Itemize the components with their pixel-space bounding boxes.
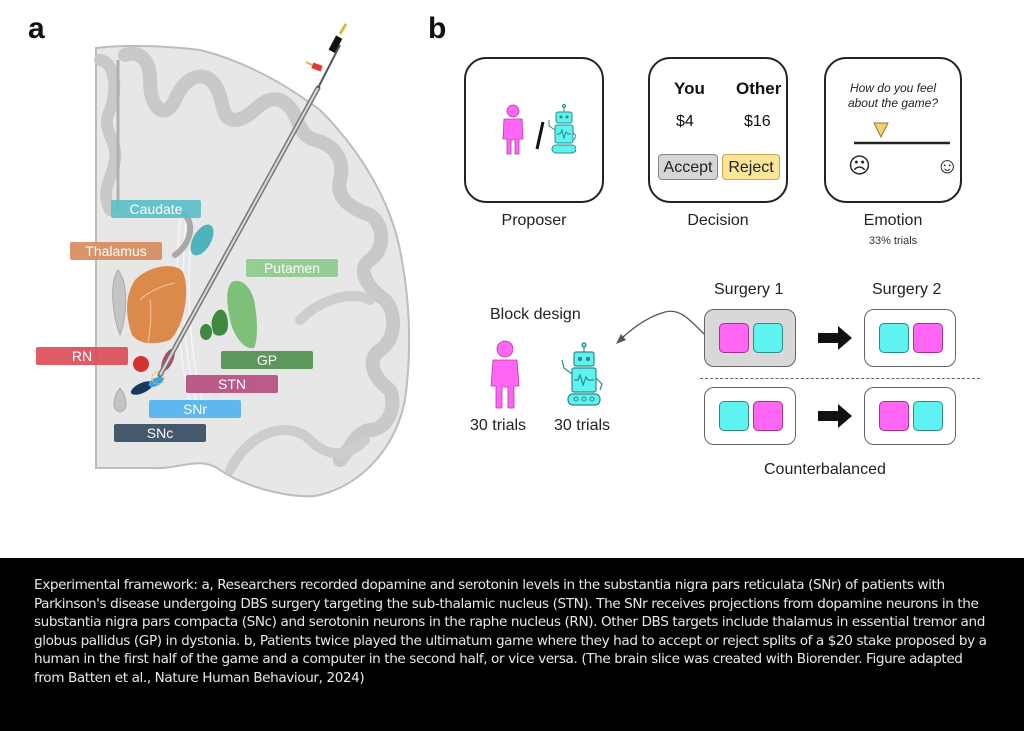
human-block — [879, 401, 909, 431]
computer-block — [753, 323, 783, 353]
block-design-title: Block design — [490, 306, 581, 323]
human-block — [753, 401, 783, 431]
panel-a-letter: a — [28, 12, 45, 45]
slash-separator — [535, 121, 545, 150]
computer-trials-label: 30 trials — [554, 417, 611, 434]
arrow-right-icon — [818, 404, 852, 428]
block-row1-surgery1 — [704, 309, 796, 367]
ventricle — [112, 269, 127, 337]
slider-marker-icon — [873, 122, 889, 139]
region-label-rn: RN — [36, 347, 128, 365]
counterbalanced-label: Counterbalanced — [764, 461, 886, 478]
other-value: $16 — [744, 113, 771, 130]
emotion-question-line2: about the game? — [847, 96, 939, 110]
robot-icon — [548, 104, 576, 154]
human-trials-label: 30 trials — [470, 417, 527, 434]
region-label-snr: SNr — [149, 400, 241, 418]
caption-bar: Experimental framework: a, Researchers r… — [0, 558, 1024, 731]
computer-block — [719, 401, 749, 431]
you-label: You — [674, 79, 705, 98]
decision-card: You Other $4 $16 Accept Reject — [648, 57, 788, 203]
region-label-gp: GP — [221, 351, 313, 369]
emotion-card: How do you feel about the game? ☹ ☺ — [824, 57, 962, 203]
computer-block — [879, 323, 909, 353]
region-label-stn: STN — [186, 375, 278, 393]
region-label-putamen: Putamen — [246, 259, 338, 277]
emotion-question-line1: How do you feel — [849, 81, 937, 95]
region-label-snc: SNc — [114, 424, 206, 442]
surgery1-label: Surgery 1 — [714, 281, 784, 298]
putamen-structure — [227, 280, 257, 349]
block-row2-surgery1 — [704, 387, 796, 445]
dashed-divider — [700, 378, 980, 379]
arrow-right-icon — [818, 326, 852, 350]
caudate-structure — [190, 224, 214, 256]
curved-arrow-icon — [616, 310, 705, 344]
emotion-slider[interactable] — [854, 121, 954, 151]
reject-button[interactable]: Reject — [722, 154, 780, 180]
decision-caption: Decision — [687, 212, 749, 229]
block-row1-surgery2 — [864, 309, 956, 367]
proposer-card — [464, 57, 604, 203]
other-label: Other — [736, 79, 782, 98]
block-row2-surgery2 — [864, 387, 956, 445]
happy-face-icon: ☺ — [936, 153, 959, 178]
emotion-subcaption: 33% trials — [868, 235, 918, 247]
gyri-folds — [118, 46, 401, 467]
brain-slice-illustration — [94, 23, 411, 498]
gp-structure — [211, 309, 228, 336]
region-label-caudate: Caudate — [111, 200, 201, 218]
region-label-thalamus: Thalamus — [70, 242, 162, 260]
snc-structure — [130, 381, 154, 395]
emotion-caption: Emotion — [863, 212, 923, 229]
surgery2-label: Surgery 2 — [872, 281, 942, 298]
accept-button[interactable]: Accept — [658, 154, 718, 180]
human-icon — [502, 104, 524, 155]
robot-icon — [561, 342, 603, 406]
panel-b-letter: b — [428, 12, 447, 45]
sad-face-icon: ☹ — [848, 153, 871, 178]
human-block — [719, 323, 749, 353]
figure-caption: Experimental framework: a, Researchers r… — [34, 577, 987, 686]
human-icon — [490, 340, 520, 409]
rn-structure — [133, 356, 149, 372]
human-block — [913, 323, 943, 353]
proposer-caption: Proposer — [501, 212, 567, 229]
computer-block — [913, 401, 943, 431]
proposer-icons — [502, 104, 576, 155]
thalamus-structure — [127, 266, 187, 344]
you-value: $4 — [676, 113, 694, 130]
